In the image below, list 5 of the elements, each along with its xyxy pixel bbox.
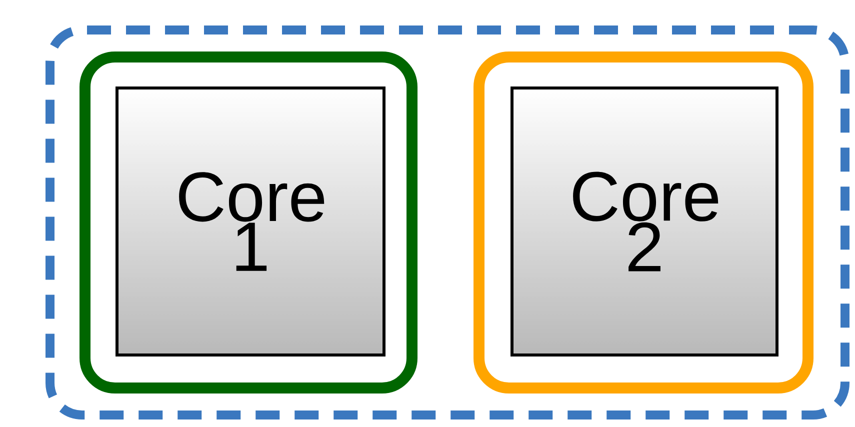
core-box: Core 2 [510,86,778,356]
rounded-frame [46,26,850,420]
rounded-frame [80,52,418,394]
core-box: Core 1 [116,86,386,356]
rounded-frame [474,52,814,394]
